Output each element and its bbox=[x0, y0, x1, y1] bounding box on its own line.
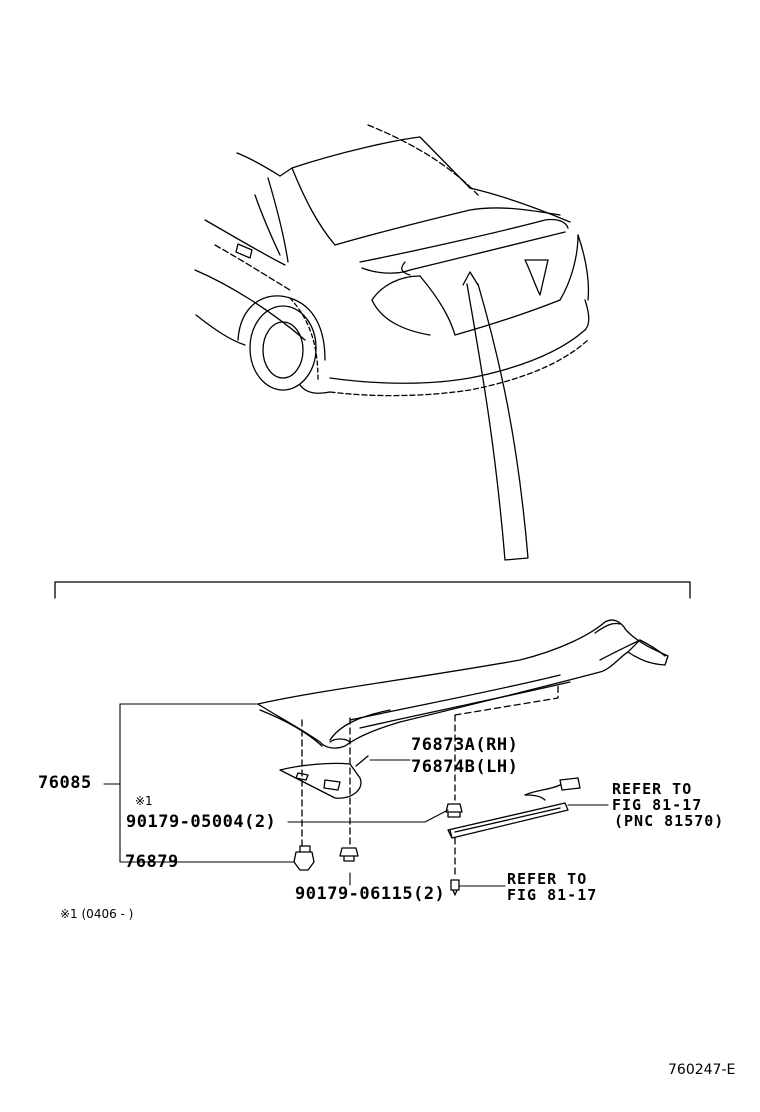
location-arrow bbox=[462, 271, 529, 561]
diagram-code: 760247-E bbox=[668, 1062, 736, 1078]
stop-lamp-bar bbox=[447, 777, 581, 839]
dashed-mount-lines bbox=[301, 683, 559, 879]
refer-to-1-line1: REFER TO bbox=[612, 780, 693, 798]
refer-to-1-line2: FIG 81-17 bbox=[612, 796, 703, 814]
part-number-76879: 76879 bbox=[125, 852, 179, 872]
refer-to-1-line3: (PNC 81570) bbox=[614, 812, 725, 830]
leader-lines bbox=[103, 703, 609, 887]
clip-part bbox=[293, 845, 315, 871]
bracket-part bbox=[279, 755, 369, 799]
refer-to-2-line2: FIG 81-17 bbox=[507, 886, 598, 904]
screw-part bbox=[450, 879, 460, 896]
part-number-76874b-lh: 76874B(LH) bbox=[411, 757, 519, 777]
nut-part-2 bbox=[339, 847, 359, 862]
note-mark: ※1 bbox=[135, 794, 153, 808]
part-number-90179-06115: 90179-06115(2) bbox=[295, 884, 446, 904]
refer-to-2-line1: REFER TO bbox=[507, 870, 588, 888]
spoiler-drawing bbox=[257, 619, 669, 749]
assembly-bracket bbox=[54, 581, 691, 599]
part-number-90179-05004: 90179-05004(2) bbox=[126, 812, 277, 832]
part-number-76873a-rh: 76873A(RH) bbox=[411, 735, 519, 755]
footnote: ※1 (0406 - ) bbox=[60, 907, 134, 921]
part-number-76085: 76085 bbox=[38, 773, 92, 793]
car-rear-illustration bbox=[194, 124, 590, 397]
nut-part bbox=[445, 803, 463, 818]
